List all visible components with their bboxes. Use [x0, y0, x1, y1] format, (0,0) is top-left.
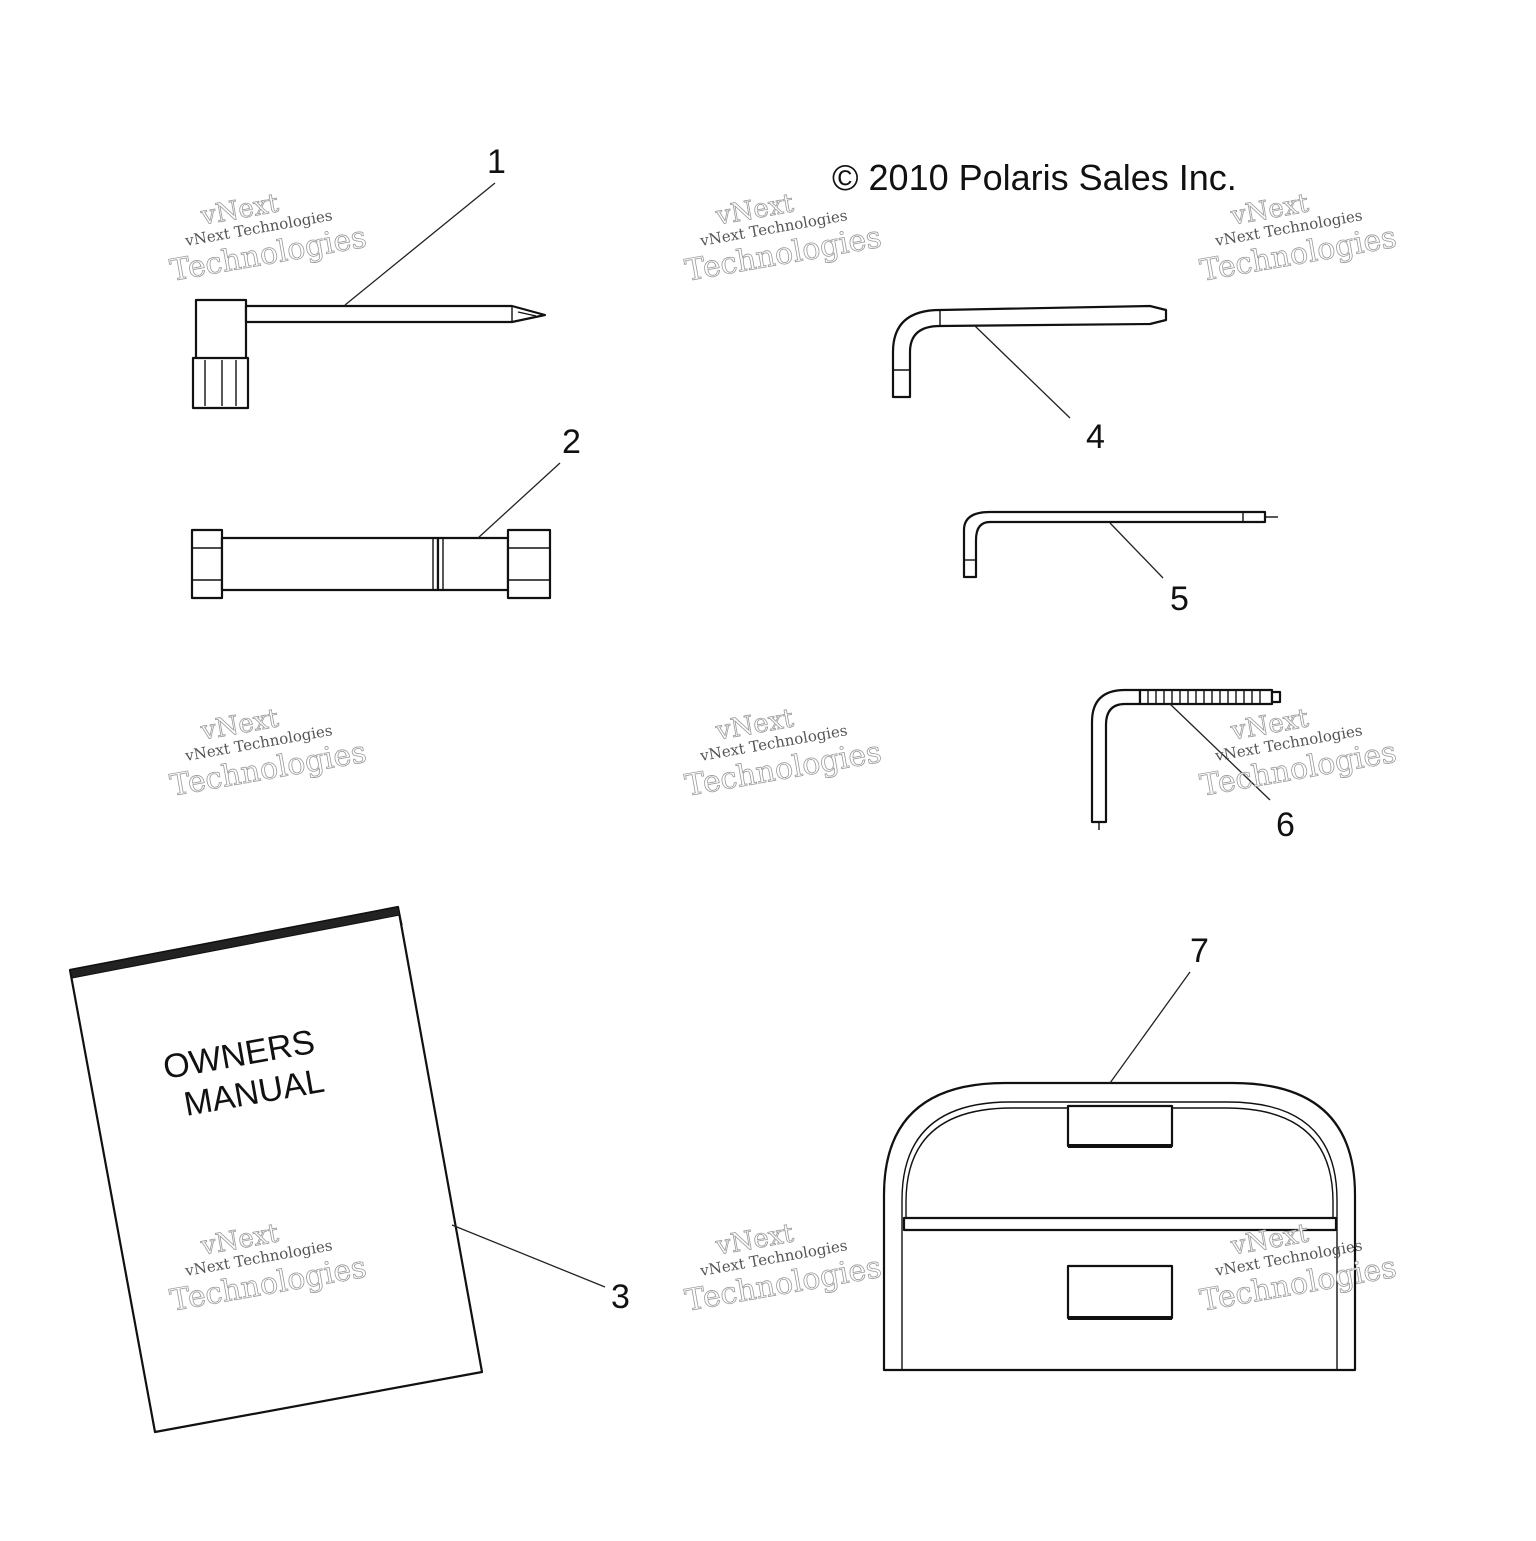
leader-7	[1109, 971, 1191, 1084]
watermark-6: vNext vNext Technologies Technologies	[1197, 703, 1399, 804]
leader-4	[974, 325, 1071, 419]
callout-4: 4	[1086, 418, 1105, 456]
watermark-7: vNext vNext Technologies Technologies	[167, 1218, 369, 1319]
leader-3	[451, 1224, 606, 1288]
watermark-4: vNext vNext Technologies Technologies	[167, 703, 369, 804]
part-6-threaded-pin	[1090, 688, 1282, 830]
callout-7: 7	[1190, 932, 1209, 970]
part-4-offset-screwdriver	[891, 304, 1168, 399]
part-5-hex-key	[962, 510, 1278, 579]
callout-5: 5	[1170, 580, 1189, 618]
part-3-owners-manual: OWNERS MANUAL	[68, 905, 484, 1434]
watermark-8: vNext vNext Technologies Technologies	[682, 1218, 884, 1319]
callout-1: 1	[487, 143, 506, 181]
callout-3: 3	[611, 1278, 630, 1316]
part-7-tool-bag	[882, 1081, 1357, 1372]
copyright-text: © 2010 Polaris Sales Inc.	[832, 157, 1237, 198]
leader-6	[1169, 703, 1271, 801]
part-2-tube-wrench	[190, 528, 552, 600]
leader-1	[344, 182, 496, 306]
leader-5	[1109, 522, 1164, 579]
part-1-screwdriver-wrench	[191, 298, 547, 410]
watermark-5: vNext vNext Technologies Technologies	[682, 703, 884, 804]
callout-6: 6	[1276, 806, 1295, 844]
leader-2	[477, 462, 561, 539]
watermark-1: vNext vNext Technologies Technologies	[167, 188, 369, 289]
callout-2: 2	[562, 423, 581, 461]
